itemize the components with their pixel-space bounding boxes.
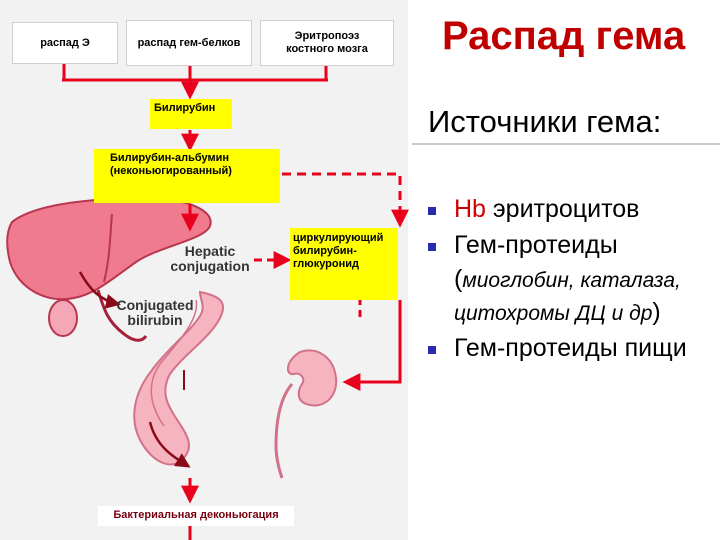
kidney-shape <box>287 349 338 407</box>
conjugated-bilirubin-text: Conjugated bilirubin <box>116 297 194 328</box>
bilirubin-label: Билирубин <box>150 99 232 129</box>
erythrocytes-text: эритроцитов <box>485 195 640 223</box>
arrow-conjugation-curve <box>78 271 121 309</box>
source-box-erythropoiesis: Эритропоэз костного мозга <box>260 20 394 66</box>
arrow-in-intestine <box>148 421 191 468</box>
circulating-glucuronide-text: циркулирующий билирубин- глюкуронид <box>293 232 384 271</box>
dashed-albumin-to-right <box>282 172 409 228</box>
source-label-erythropoiesis: Эритропоэз костного мозга <box>286 30 368 55</box>
list-item: Hb эритроцитов <box>426 193 716 227</box>
paren-close: ) <box>652 298 661 327</box>
source-label-red-cells: распад Э <box>40 36 90 49</box>
source-box-red-cells: распад Э <box>12 22 118 64</box>
liver-lobe-line <box>103 213 113 283</box>
bilirubin-albumin-label: Билирубин-альбумин (неконьюгированный) <box>94 149 280 203</box>
dietary-heme-proteins-text: Гем-протеиды пищи <box>454 334 687 362</box>
bacterial-deconjugation-label: Бактериальная деконьюгация <box>98 506 294 526</box>
list-item: Гем-протеиды пищи <box>426 332 716 366</box>
heme-sources-list: Hb эритроцитов Гем-протеиды (миоглобин, … <box>426 193 716 366</box>
gallbladder-shape <box>48 299 78 337</box>
slide-title: Распад гема <box>442 14 686 58</box>
paren-open: ( <box>454 264 463 293</box>
source-box-heme-proteins: распад гем-белков <box>126 20 252 66</box>
bilirubin-text: Билирубин <box>154 102 216 114</box>
hb-text: Hb <box>454 195 486 223</box>
arrow-to-kidney <box>342 300 402 391</box>
intestine-inner-line <box>150 299 198 427</box>
bile-duct-line <box>96 289 148 342</box>
bullet-square-icon <box>428 346 436 354</box>
circulating-glucuronide-label: циркулирующий билирубин- глюкуронид <box>290 228 398 300</box>
bullet-square-icon <box>428 242 436 251</box>
heme-proteins-text: Гем-протеиды <box>454 230 618 259</box>
bullet-square-icon <box>428 207 436 215</box>
bacterial-deconjugation-text: Бактериальная деконьюгация <box>113 509 279 521</box>
ureter-line <box>274 383 294 479</box>
heme-catabolism-diagram <box>6 64 409 540</box>
hepatic-conjugation-text: Hepatic conjugation <box>170 243 250 274</box>
slide-subtitle: Источники гема: <box>428 104 662 139</box>
list-item: Гем-протеиды (миоглобин, каталаза, цитох… <box>426 229 716 330</box>
subtitle-divider <box>412 143 720 145</box>
conjugated-bilirubin-label: Conjugated bilirubin <box>100 298 210 327</box>
source-label-heme-proteins: распад гем-белков <box>137 36 241 49</box>
hepatic-conjugation-label: Hepatic conjugation <box>160 244 260 273</box>
bilirubin-albumin-text: Билирубин-альбумин (неконьюгированный) <box>110 152 232 178</box>
heme-proteins-examples: миоглобин, каталаза, цитохромы ДЦ и др <box>454 268 681 326</box>
